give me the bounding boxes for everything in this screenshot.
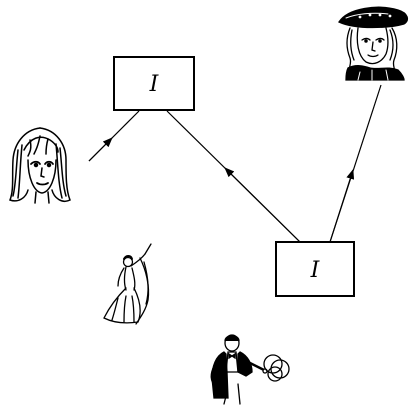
box-bottom: I xyxy=(275,241,355,297)
edge-girl-to-top-box xyxy=(88,110,140,162)
box-top-label: I xyxy=(149,72,160,97)
edge-bottom-box-to-top-box xyxy=(166,110,301,243)
woman-portrait-icon xyxy=(9,127,71,204)
box-top: I xyxy=(113,56,195,111)
dancer-figure-icon xyxy=(103,243,152,325)
magician-with-rings-icon xyxy=(210,334,290,405)
box-bottom-label: I xyxy=(310,258,321,283)
renaissance-nobleman-portrait-icon xyxy=(338,6,409,81)
edge-bottom-box-to-nobleman xyxy=(329,84,382,243)
